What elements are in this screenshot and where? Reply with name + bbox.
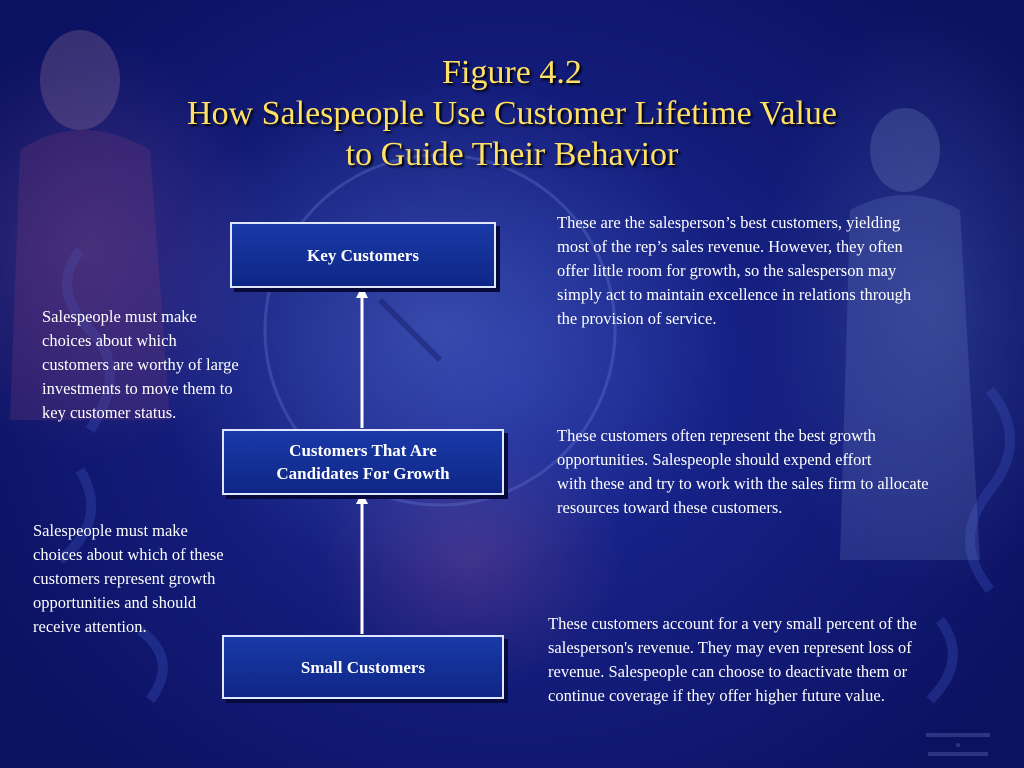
box-small-customers: Small Customers (222, 635, 504, 699)
note-line: choices about which of these (33, 545, 224, 564)
note-line: Salespeople must make (42, 307, 197, 326)
note-left-top: Salespeople must make choices about whic… (42, 305, 239, 425)
publisher-logo-watermark (922, 730, 994, 760)
note-line: offer little room for growth, so the sal… (557, 261, 897, 280)
box-small-customers-label: Small Customers (300, 657, 426, 677)
note-line: Salespeople must make (33, 521, 188, 540)
note-line: continue coverage if they offer higher f… (548, 686, 885, 705)
note-line: with these and try to work with the sale… (557, 474, 929, 493)
note-right-growth: These customers often represent the best… (557, 424, 929, 520)
note-line: customers are worthy of large (42, 355, 239, 374)
note-line: customers represent growth (33, 569, 216, 588)
note-line: resources toward these customers. (557, 498, 783, 517)
slide-title: Figure 4.2 How Salespeople Use Customer … (0, 52, 1024, 175)
note-right-key-customers: These are the salesperson’s best custome… (557, 211, 911, 331)
note-line: most of the rep’s sales revenue. However… (557, 237, 903, 256)
box-growth-label-line2: Candidates For Growth (276, 464, 450, 483)
box-key-customers: Key Customers (230, 222, 496, 288)
note-right-small-customers: These customers account for a very small… (548, 612, 917, 708)
box-key-customers-label: Key Customers (307, 245, 419, 265)
note-line: the provision of service. (557, 309, 717, 328)
note-line: These are the salesperson’s best custome… (557, 213, 901, 232)
box-growth-candidates: Customers That Are Candidates For Growth (222, 429, 504, 495)
note-line: These customers often represent the best… (557, 426, 876, 445)
logo-mark-icon (926, 733, 990, 756)
note-line: revenue. Salespeople can choose to deact… (548, 662, 908, 681)
box-growth-label-line1: Customers That Are (289, 441, 437, 460)
note-line: opportunities. Salespeople should expend… (557, 450, 872, 469)
note-left-bottom: Salespeople must make choices about whic… (33, 519, 224, 639)
note-line: receive attention. (33, 617, 147, 636)
title-line-2: How Salespeople Use Customer Lifetime Va… (187, 95, 837, 132)
title-figure-number: Figure 4.2 (442, 54, 582, 91)
note-line: investments to move them to (42, 379, 233, 398)
note-line: key customer status. (42, 403, 177, 422)
title-line-3: to Guide Their Behavior (345, 136, 679, 173)
note-line: These customers account for a very small… (548, 614, 917, 633)
note-line: choices about which (42, 331, 177, 350)
note-line: simply act to maintain excellence in rel… (557, 285, 912, 304)
note-line: salesperson's revenue. They may even rep… (548, 638, 912, 657)
note-line: opportunities and should (33, 593, 197, 612)
